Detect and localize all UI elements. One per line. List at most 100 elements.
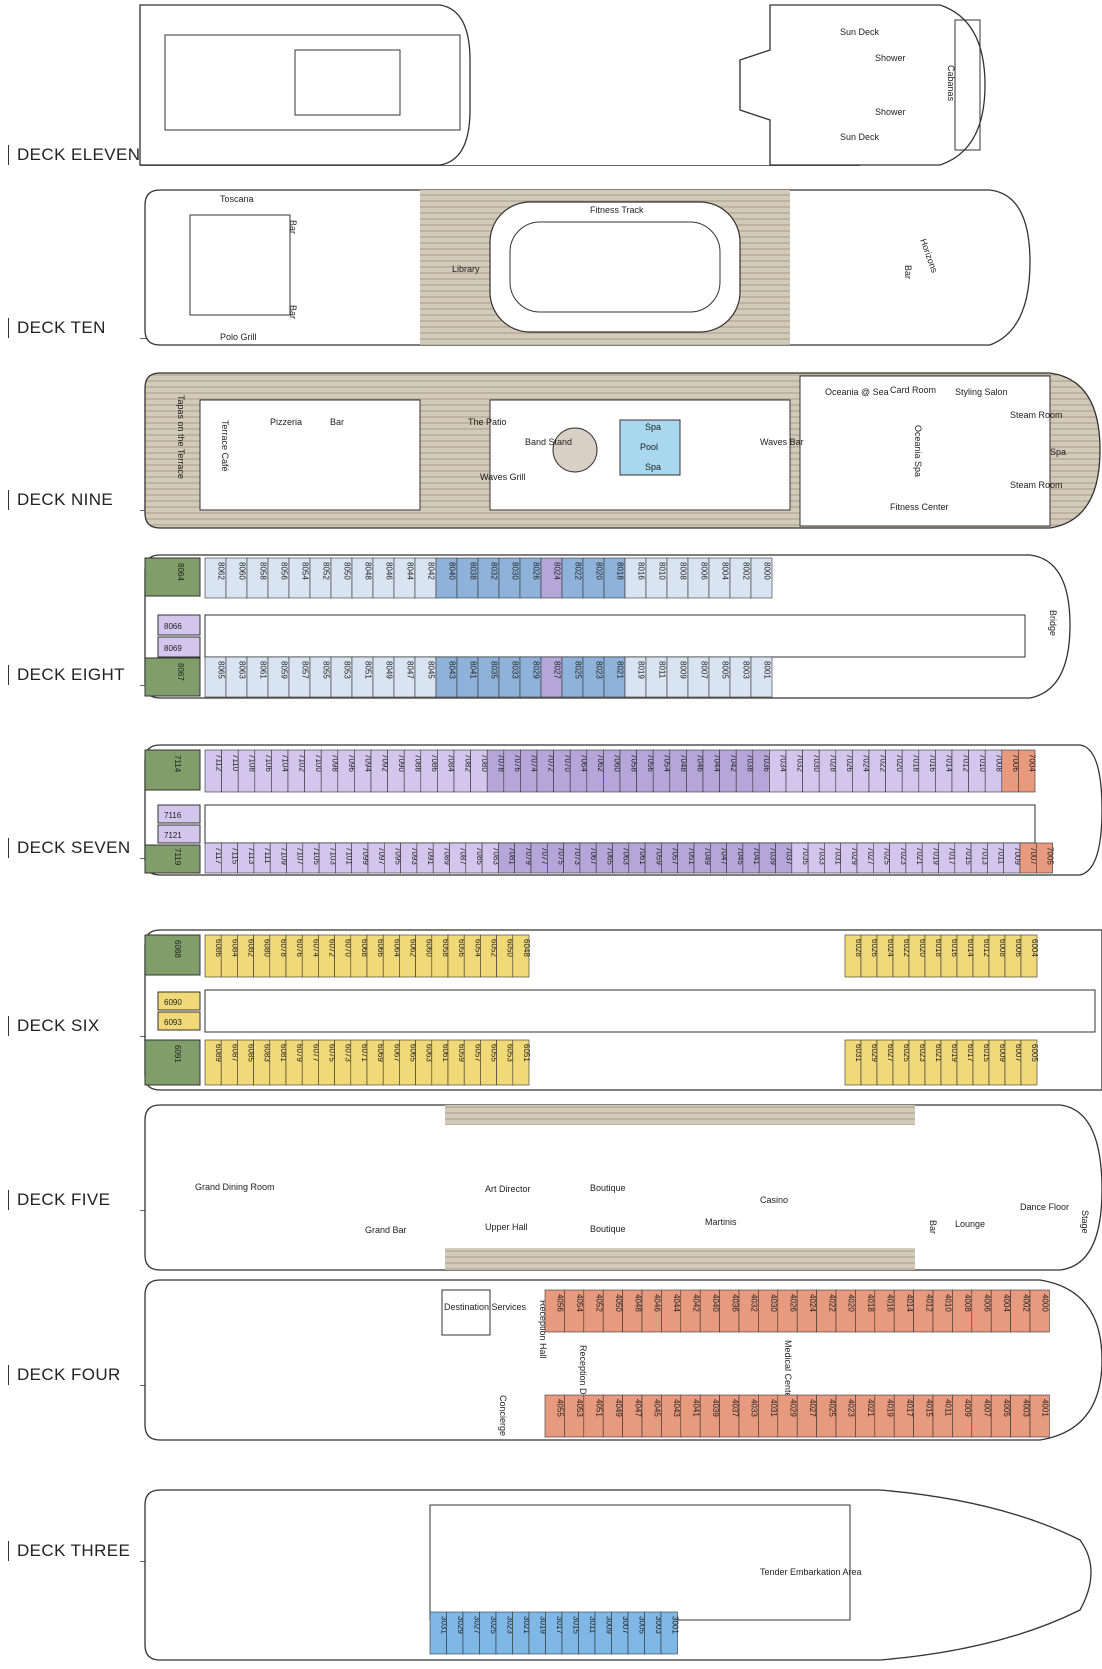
cabin-8041[interactable]: 8041 (469, 661, 478, 679)
cabin-6012[interactable]: 6012 (982, 939, 991, 957)
cabin-7048[interactable]: 7048 (679, 754, 688, 772)
cabin-4042[interactable]: 4042 (692, 1294, 701, 1312)
cabin-6054[interactable]: 6054 (473, 939, 482, 957)
cabin-7109[interactable]: 7109 (279, 847, 288, 865)
cabin-6022[interactable]: 6022 (902, 939, 911, 957)
cabin-8024[interactable]: 8024 (553, 562, 562, 580)
cabin-box-8001[interactable] (750, 656, 773, 698)
cabin-7009[interactable]: 7009 (1013, 847, 1022, 865)
cabin-7054[interactable]: 7054 (663, 754, 672, 772)
cabin-7112[interactable]: 7112 (214, 754, 223, 772)
cabin-7108[interactable]: 7108 (248, 754, 257, 772)
cabin-7101[interactable]: 7101 (345, 847, 354, 865)
cabin-8051[interactable]: 8051 (364, 661, 373, 679)
cabin-6018[interactable]: 6018 (934, 939, 943, 957)
cabin-4046[interactable]: 4046 (653, 1294, 662, 1312)
cabin-6078[interactable]: 6078 (279, 939, 288, 957)
cabin-7099[interactable]: 7099 (361, 847, 370, 865)
cabin-8008[interactable]: 8008 (679, 562, 688, 580)
cabin-7075[interactable]: 7075 (556, 847, 565, 865)
cabin-7117[interactable]: 7117 (214, 847, 223, 865)
cabin-7083[interactable]: 7083 (491, 847, 500, 865)
cabin-4010[interactable]: 4010 (944, 1294, 953, 1312)
cabin-6051[interactable]: 6051 (522, 1044, 531, 1062)
cabin-4044[interactable]: 4044 (672, 1294, 681, 1312)
cabin-6055[interactable]: 6055 (490, 1044, 499, 1062)
cabin-6027[interactable]: 6027 (886, 1044, 895, 1062)
cabin-7035[interactable]: 7035 (801, 847, 810, 865)
cabin-8042[interactable]: 8042 (427, 562, 436, 580)
cabin-8061[interactable]: 8061 (259, 661, 268, 679)
cabin-3005[interactable]: 3005 (637, 1616, 646, 1634)
cabin-7056[interactable]: 7056 (646, 754, 655, 772)
cabin-6004[interactable]: 6004 (1030, 939, 1039, 957)
cabin-8005[interactable]: 8005 (721, 661, 730, 679)
cabin-8048[interactable]: 8048 (364, 562, 373, 580)
cabin-3021[interactable]: 3021 (522, 1616, 531, 1634)
cabin-8044[interactable]: 8044 (406, 562, 415, 580)
cabin-7041[interactable]: 7041 (752, 847, 761, 865)
cabin-4009[interactable]: 4009 (963, 1399, 972, 1417)
cabin-6065[interactable]: 6065 (409, 1044, 418, 1062)
cabin-7057[interactable]: 7057 (671, 847, 680, 865)
cabin-6057[interactable]: 6057 (473, 1044, 482, 1062)
cabin-4032[interactable]: 4032 (750, 1294, 759, 1312)
cabin-3003[interactable]: 3003 (654, 1616, 663, 1634)
cabin-7018[interactable]: 7018 (912, 754, 921, 772)
cabin-4011[interactable]: 4011 (944, 1399, 953, 1417)
cabin-6074[interactable]: 6074 (311, 939, 320, 957)
cabin-7078[interactable]: 7078 (497, 754, 506, 772)
cabin-7005[interactable]: 7005 (1045, 847, 1054, 865)
cabin-8027[interactable]: 8027 (553, 661, 562, 679)
cabin-4053[interactable]: 4053 (575, 1399, 584, 1417)
cabin-4000[interactable]: 4000 (1041, 1294, 1050, 1312)
cabin-7091[interactable]: 7091 (426, 847, 435, 865)
cabin-box-7005[interactable] (1036, 842, 1053, 874)
cabin-7021[interactable]: 7021 (915, 847, 924, 865)
cabin-8000[interactable]: 8000 (763, 562, 772, 580)
cabin-8006[interactable]: 8006 (700, 562, 709, 580)
cabin-4056[interactable]: 4056 (556, 1294, 565, 1312)
cabin-4043[interactable]: 4043 (672, 1399, 681, 1417)
cabin-box-4000[interactable] (1029, 1289, 1050, 1333)
cabin-8055[interactable]: 8055 (322, 661, 331, 679)
cabin-4052[interactable]: 4052 (595, 1294, 604, 1312)
cabin-7070[interactable]: 7070 (563, 754, 572, 772)
cabin-7060[interactable]: 7060 (613, 754, 622, 772)
cabin-7027[interactable]: 7027 (866, 847, 875, 865)
cabin-4008[interactable]: 4008 (963, 1294, 972, 1312)
cabin-7008[interactable]: 7008 (995, 754, 1004, 772)
cabin-7074[interactable]: 7074 (530, 754, 539, 772)
cabin-6093[interactable]: 6093 (164, 1018, 182, 1027)
cabin-4016[interactable]: 4016 (886, 1294, 895, 1312)
cabin-6064[interactable]: 6064 (392, 939, 401, 957)
cabin-7076[interactable]: 7076 (513, 754, 522, 772)
cabin-6063[interactable]: 6063 (425, 1044, 434, 1062)
cabin-4027[interactable]: 4027 (808, 1399, 817, 1417)
cabin-3029[interactable]: 3029 (456, 1616, 465, 1634)
cabin-8020[interactable]: 8020 (595, 562, 604, 580)
cabin-7059[interactable]: 7059 (654, 847, 663, 865)
cabin-8047[interactable]: 8047 (406, 661, 415, 679)
cabin-box-8000[interactable] (750, 557, 773, 599)
cabin-7051[interactable]: 7051 (687, 847, 696, 865)
cabin-6084[interactable]: 6084 (230, 939, 239, 957)
cabin-4049[interactable]: 4049 (614, 1399, 623, 1417)
cabin-7039[interactable]: 7039 (768, 847, 777, 865)
cabin-6006[interactable]: 6006 (1014, 939, 1023, 957)
cabin-7011[interactable]: 7011 (997, 847, 1006, 865)
cabin-4054[interactable]: 4054 (575, 1294, 584, 1312)
cabin-7049[interactable]: 7049 (703, 847, 712, 865)
cabin-7111[interactable]: 7111 (263, 847, 272, 864)
cabin-4014[interactable]: 4014 (905, 1294, 914, 1312)
cabin-7104[interactable]: 7104 (281, 754, 290, 772)
cabin-6090[interactable]: 6090 (164, 998, 182, 1007)
cabin-8050[interactable]: 8050 (343, 562, 352, 580)
cabin-7110[interactable]: 7110 (231, 754, 240, 772)
cabin-7085[interactable]: 7085 (475, 847, 484, 865)
cabin-4012[interactable]: 4012 (924, 1294, 933, 1312)
cabin-7115[interactable]: 7115 (230, 847, 239, 865)
cabin-box-6051[interactable] (512, 1039, 530, 1086)
cabin-7065[interactable]: 7065 (605, 847, 614, 865)
cabin-6082[interactable]: 6082 (247, 939, 256, 957)
